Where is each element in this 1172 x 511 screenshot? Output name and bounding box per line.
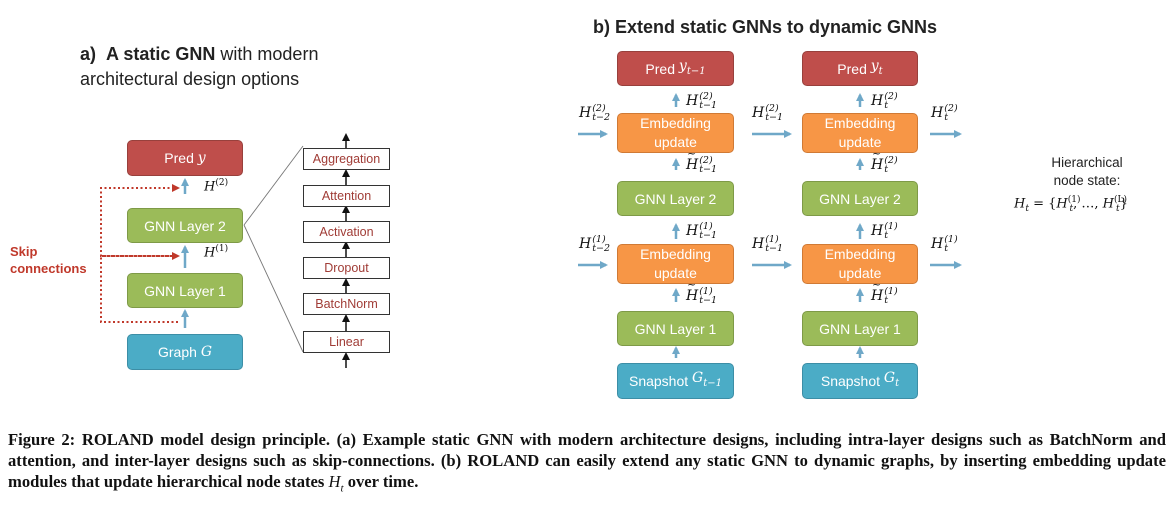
gnn-layer-2-box: GNN Layer 2 — [127, 208, 243, 243]
h1-tilde-t1-label: H(1)t−1 — [686, 278, 746, 307]
hierarchical-node-state-formula: Ht = {H(1)t, …, H(L)t} — [1014, 195, 1128, 214]
h2-t-label: H(2)t — [871, 91, 898, 111]
h1-t-label: H(1)t — [871, 221, 898, 241]
h2-t-horizontal-label: H(2)t — [931, 103, 958, 123]
gnn-layer-1-prev-box: GNN Layer 1 — [617, 311, 734, 346]
gnn-layer-1-curr-box: GNN Layer 1 — [802, 311, 918, 346]
h2-label: H(2) — [204, 178, 229, 195]
activation-box: Activation — [303, 221, 390, 243]
snapshot-curr-box: Snapshot Gt — [802, 363, 918, 399]
linear-box: Linear — [303, 331, 390, 353]
panel-a-heading: a) A static GNN with modern architectura… — [80, 44, 319, 89]
skip-connection-lines — [100, 184, 180, 323]
gnn-layer-1-box: GNN Layer 1 — [127, 273, 243, 308]
h1-t1-label: H(1)t−1 — [686, 221, 718, 241]
pred-y-prev-box: Pred yt−1 — [617, 51, 734, 86]
hierarchical-node-state-label: Hierarchical node state: — [1051, 155, 1123, 188]
batchnorm-box: BatchNorm — [303, 293, 390, 315]
attention-box: Attention — [303, 185, 390, 207]
panel-b-heading: b) Extend static GNNs to dynamic GNNs — [593, 17, 938, 37]
pred-y-box: Pred y — [127, 140, 243, 176]
skip-connections-label: Skip connections — [10, 244, 87, 276]
h1-t2-label: H(1)t−2 — [579, 234, 611, 254]
h2-t1-horizontal-label: H(2)t−1 — [752, 103, 784, 123]
h2-t2-label: H(2)t−2 — [579, 103, 611, 123]
h1-label: H(1) — [204, 244, 229, 261]
pred-y-curr-box: Pred yt — [802, 51, 918, 86]
snapshot-prev-box: Snapshot Gt−1 — [617, 363, 734, 399]
panel-b-horizontal-arrows — [578, 130, 962, 269]
h1-t-horizontal-label: H(1)t — [931, 234, 958, 254]
aggregation-box: Aggregation — [303, 148, 390, 170]
panel-b-vertical-arrows — [672, 93, 864, 358]
h2-tilde-t1-label: H(2)t−1 — [686, 147, 746, 176]
h2-t1-label: H(2)t−1 — [686, 91, 718, 111]
gnn-layer-2-prev-box: GNN Layer 2 — [617, 181, 734, 216]
h1-tilde-t-label: H(1)t — [871, 278, 931, 307]
zoom-lines — [243, 145, 304, 353]
h1-t1-horizontal-label: H(1)t−1 — [752, 234, 784, 254]
gnn-layer-2-curr-box: GNN Layer 2 — [802, 181, 918, 216]
figure-caption: Figure 2: ROLAND model design principle.… — [8, 430, 1166, 495]
graph-g-box: Graph G — [127, 334, 243, 370]
h2-tilde-t-label: H(2)t — [871, 147, 931, 176]
dropout-box: Dropout — [303, 257, 390, 279]
